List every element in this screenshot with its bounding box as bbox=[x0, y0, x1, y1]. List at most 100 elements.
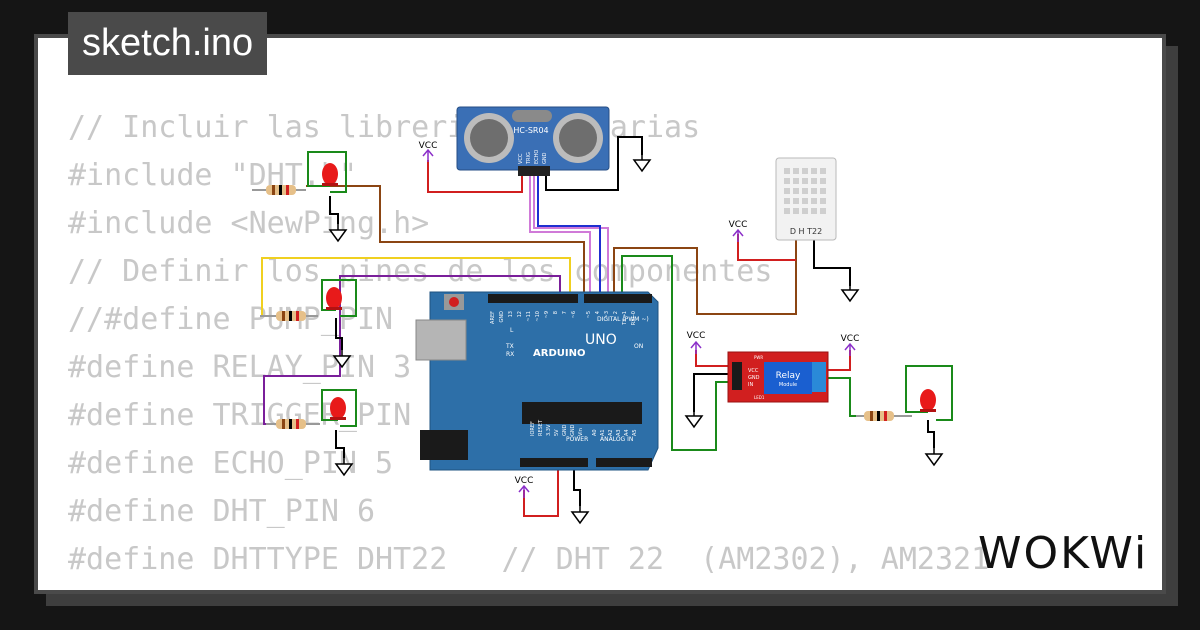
wire-led3-gnd bbox=[335, 430, 345, 458]
ground-symbol bbox=[685, 407, 703, 428]
vcc-symbol: VCC bbox=[419, 141, 438, 163]
pin-label: A3 bbox=[616, 429, 622, 436]
led-red[interactable] bbox=[330, 397, 346, 420]
svg-text:UNO: UNO bbox=[585, 332, 617, 348]
pin-label: A4 bbox=[624, 429, 630, 436]
ground-symbol bbox=[841, 281, 859, 302]
wire-led2-gnd bbox=[335, 318, 343, 350]
svg-text:VCC: VCC bbox=[748, 368, 759, 374]
wire-dht-brown bbox=[613, 240, 797, 315]
pin-label: ~10 bbox=[535, 311, 541, 322]
svg-text:VCC: VCC bbox=[515, 476, 534, 486]
resistor bbox=[856, 411, 912, 421]
pin-label: A1 bbox=[600, 429, 606, 436]
vent-hole bbox=[784, 178, 790, 184]
vent-hole bbox=[802, 188, 808, 194]
wire-relay-led bbox=[826, 377, 866, 417]
ground-symbol bbox=[571, 503, 589, 524]
wire-trig2 bbox=[533, 175, 609, 298]
pin-label: GND bbox=[562, 424, 568, 436]
wire-led1-green bbox=[307, 151, 347, 193]
vent-hole bbox=[802, 178, 808, 184]
code-line: #define DHTTYPE DHT22 // DHT 22 (AM2302)… bbox=[68, 542, 990, 577]
svg-text:VCC: VCC bbox=[687, 331, 706, 341]
led-red[interactable] bbox=[326, 287, 342, 310]
code-line: // Definir los pines de los componentes bbox=[68, 254, 773, 289]
wire-relay-in bbox=[621, 255, 736, 451]
vent-hole bbox=[811, 168, 817, 174]
wire-trig bbox=[529, 175, 591, 298]
pin-label: A5 bbox=[632, 429, 638, 436]
vent-hole bbox=[793, 178, 799, 184]
ground-symbol bbox=[633, 151, 651, 172]
pin-label: TX→1 bbox=[622, 311, 628, 326]
pin-label: ~6 bbox=[571, 311, 577, 318]
wire-5v bbox=[523, 462, 559, 517]
code-line: #define ECHO_PIN 5 bbox=[68, 446, 394, 481]
vent-hole bbox=[820, 188, 826, 194]
file-tab[interactable]: sketch.ino bbox=[68, 12, 268, 75]
vent-hole bbox=[811, 188, 817, 194]
vent-hole bbox=[811, 178, 817, 184]
resistor bbox=[266, 419, 320, 429]
wire-dht-vcc bbox=[737, 234, 796, 261]
wokwi-logo: WOKWi bbox=[978, 528, 1148, 576]
svg-text:TX: TX bbox=[505, 343, 514, 350]
pin-label: GND bbox=[570, 424, 576, 436]
svg-text:D H T22: D H T22 bbox=[790, 227, 822, 236]
vent-hole bbox=[802, 198, 808, 204]
svg-text:VCC: VCC bbox=[419, 141, 438, 151]
vcc-symbol: VCC bbox=[515, 476, 534, 499]
pin-label: ~11 bbox=[526, 311, 532, 322]
pin-label: ~9 bbox=[544, 311, 550, 318]
svg-text:VCC: VCC bbox=[518, 153, 524, 164]
svg-text:ANALOG IN: ANALOG IN bbox=[600, 436, 633, 443]
vent-hole bbox=[784, 198, 790, 204]
led-red[interactable] bbox=[920, 389, 936, 412]
svg-text:L: L bbox=[510, 327, 514, 334]
svg-text:HC-SR04: HC-SR04 bbox=[513, 126, 548, 135]
svg-text:PWR: PWR bbox=[754, 355, 763, 360]
svg-text:GND: GND bbox=[748, 375, 760, 381]
svg-text:IN: IN bbox=[748, 382, 753, 388]
relay-module[interactable]: Relay Module VCC GND IN PWR LED1 bbox=[727, 351, 829, 403]
wire-led1-brown bbox=[306, 185, 585, 298]
pin-label: 13 bbox=[508, 311, 514, 317]
pin-label: 8 bbox=[553, 311, 559, 314]
wire-relay-gnd bbox=[693, 373, 736, 412]
pin-label: GND bbox=[499, 311, 505, 323]
wire-relay-vcc bbox=[695, 350, 736, 367]
pin-label: Vin bbox=[578, 428, 584, 436]
svg-text:VCC: VCC bbox=[729, 220, 748, 230]
vcc-symbol: VCC bbox=[687, 331, 706, 355]
ground-symbol bbox=[925, 445, 943, 466]
wire-led4-green bbox=[905, 365, 953, 421]
svg-text:WOKWi: WOKWi bbox=[978, 528, 1148, 576]
code-line: #define TRIGGER_PIN bbox=[68, 398, 412, 433]
wire-echo bbox=[537, 175, 601, 298]
svg-text:POWER: POWER bbox=[566, 436, 588, 443]
resistor bbox=[260, 311, 318, 321]
vent-hole bbox=[784, 208, 790, 214]
wire-hcsr04-gnd bbox=[545, 136, 643, 191]
wire-led3-purple bbox=[263, 275, 561, 425]
ultrasonic-sensor[interactable]: HC-SR04 VCC TRIG ECHO GND bbox=[456, 106, 610, 176]
ground-symbol bbox=[329, 221, 347, 242]
led-red[interactable] bbox=[322, 163, 338, 186]
code-line: // Incluir las librerias necesarias bbox=[68, 110, 701, 145]
vent-hole bbox=[811, 198, 817, 204]
svg-text:LED1: LED1 bbox=[754, 395, 765, 400]
dht22-sensor[interactable]: D H T22 bbox=[775, 157, 837, 241]
vent-hole bbox=[811, 208, 817, 214]
pin-label: RX←0 bbox=[631, 311, 637, 325]
arduino-uno[interactable]: ARDUINO UNO DIGITAL (PWM ~) POWER ANALOG… bbox=[415, 291, 659, 471]
vent-hole bbox=[793, 198, 799, 204]
svg-text:ECHO: ECHO bbox=[534, 150, 540, 164]
ground-symbol bbox=[335, 455, 353, 476]
pin-label: AREF bbox=[490, 311, 496, 324]
vent-hole bbox=[802, 168, 808, 174]
vent-hole bbox=[793, 208, 799, 214]
svg-text:VCC: VCC bbox=[841, 334, 860, 344]
pin-label: 3.3V bbox=[546, 424, 552, 436]
